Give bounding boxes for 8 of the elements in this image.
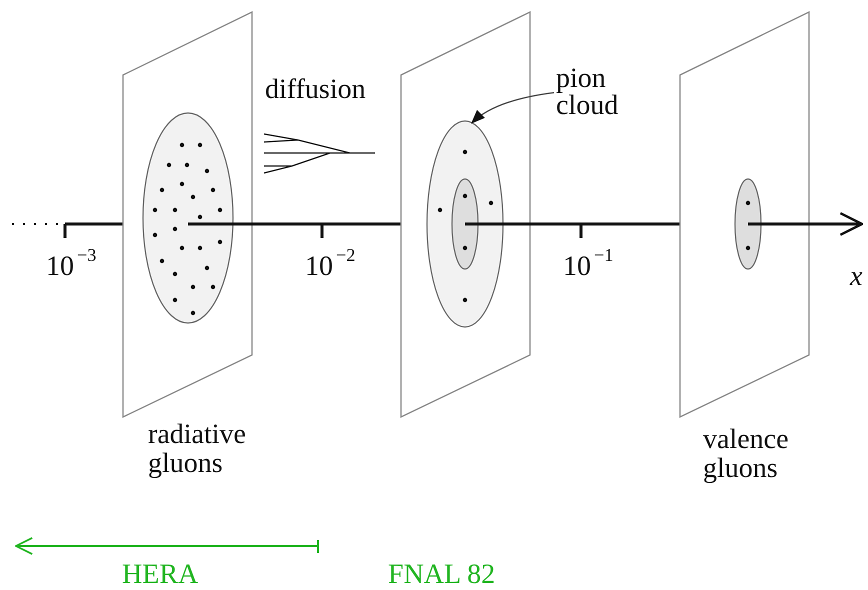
- caption-text: valence gluons: [703, 425, 790, 484]
- leader-line: [470, 92, 554, 124]
- axis-label: x: [850, 262, 862, 292]
- range-label: HERA: [122, 560, 198, 590]
- callout-text: pion cloud: [556, 66, 646, 120]
- caption-text: radiative gluons: [148, 420, 247, 479]
- range-label: FNAL 82: [388, 560, 496, 590]
- annotation-text: diffusion: [265, 75, 366, 104]
